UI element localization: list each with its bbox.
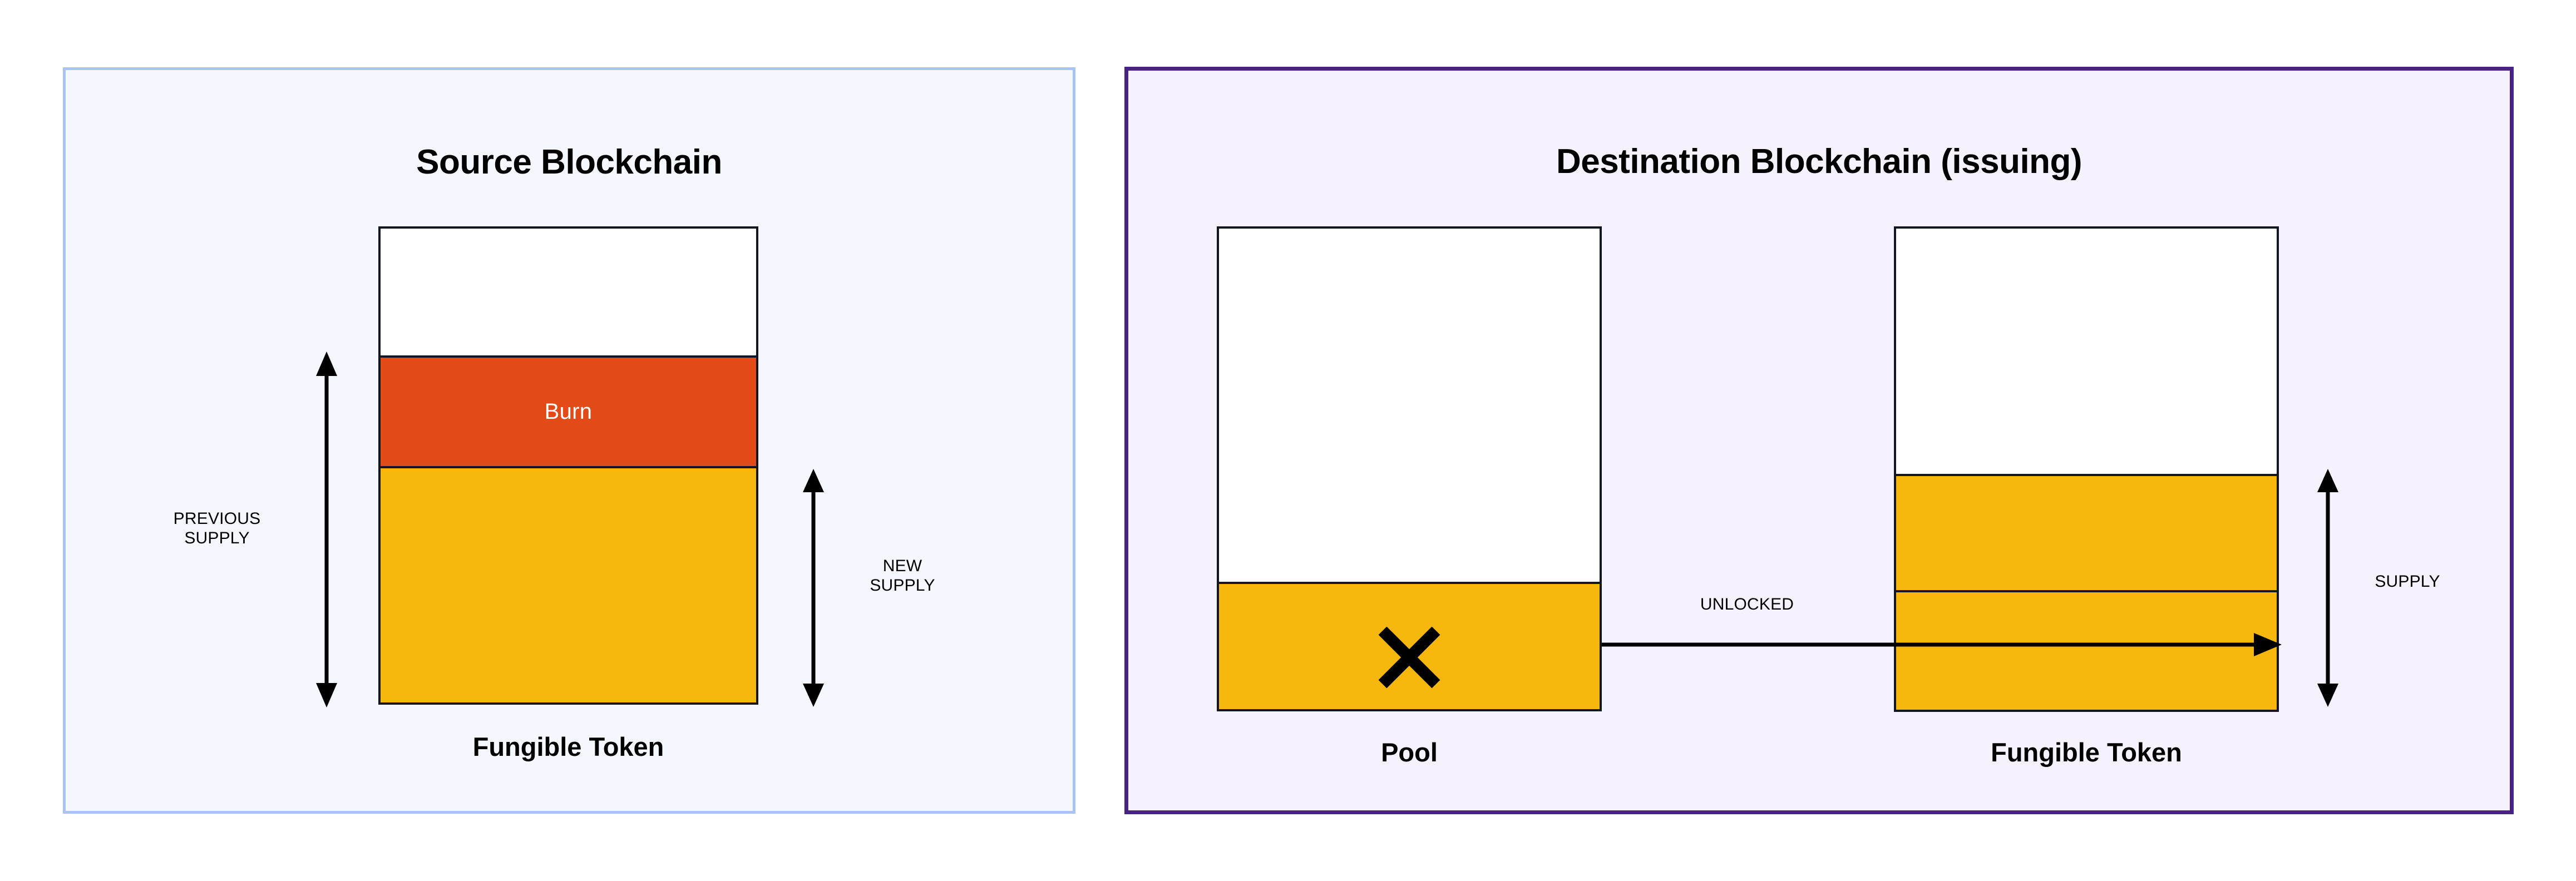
previous-supply-label: PREVIOUS SUPPLY: [173, 509, 261, 548]
source-fungible-token-bar: Burn: [378, 226, 758, 705]
destination-panel-title: Destination Blockchain (issuing): [1556, 142, 2082, 181]
dest-bar-segment-existing: [1896, 474, 2277, 590]
source-bar-segment-empty: [381, 229, 756, 355]
new-supply-arrow: [802, 469, 825, 707]
unlocked-flow-label: UNLOCKED: [1700, 595, 1794, 613]
dest-bar-segment-empty: [1896, 229, 2277, 474]
pool-bar-segment-locked: [1219, 582, 1600, 709]
new-supply-label: NEW SUPPLY: [870, 557, 935, 595]
pool-bar-segment-empty: [1219, 229, 1600, 582]
destination-pool-bar: [1217, 226, 1602, 711]
source-panel-title: Source Blockchain: [416, 143, 722, 181]
destination-fungible-token-caption: Fungible Token: [1991, 738, 2182, 767]
unlocked-flow-arrow: [1602, 632, 2282, 657]
destination-fungible-token-bar: [1894, 226, 2279, 712]
dest-bar-segment-unlocked: [1896, 590, 2277, 710]
burn-segment-label: Burn: [544, 399, 593, 424]
destination-pool-caption: Pool: [1381, 738, 1438, 767]
x-mark-icon: [1376, 624, 1443, 691]
source-bar-segment-token: [381, 466, 756, 702]
source-fungible-token-caption: Fungible Token: [472, 732, 664, 761]
source-bar-segment-burn: Burn: [381, 355, 756, 466]
destination-supply-arrow: [2317, 469, 2339, 707]
previous-supply-arrow: [315, 352, 338, 707]
destination-supply-label: SUPPLY: [2375, 572, 2440, 591]
